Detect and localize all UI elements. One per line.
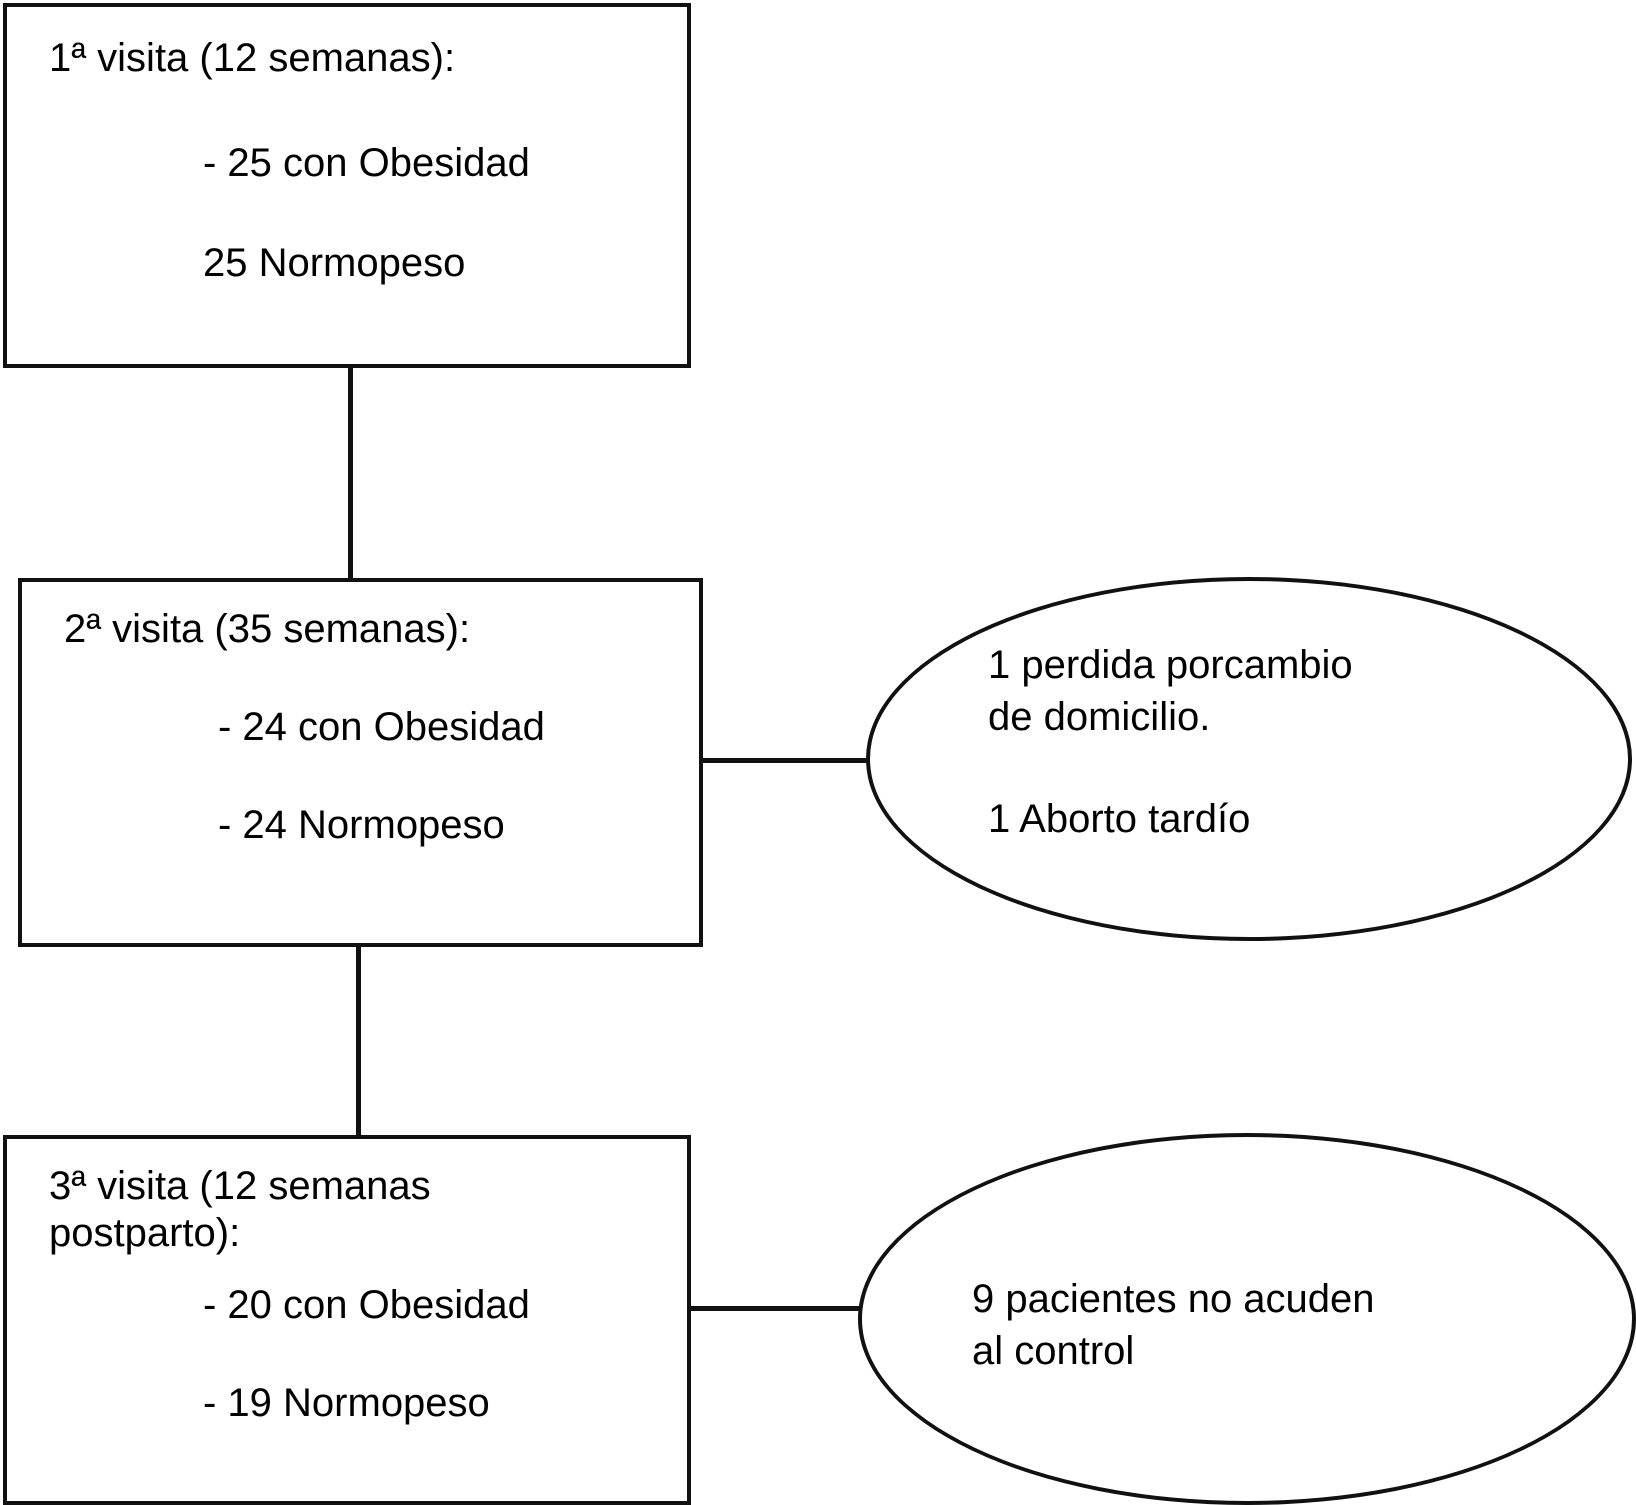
node-perdidas-2[interactable]: 9 pacientes no acuden al control [858, 1133, 1636, 1505]
visita-3-item-obesidad: - 20 con Obesidad [203, 1283, 530, 1327]
perdidas-2-line-1: 9 pacientes no acuden [972, 1277, 1375, 1321]
node-visita-1[interactable]: 1ª visita (12 semanas): - 25 con Obesida… [3, 3, 691, 368]
visita-3-heading: 3ª visita (12 semanas postparto): [49, 1164, 431, 1256]
perdidas-1-line-2: de domicilio. [988, 695, 1211, 739]
visita-2-item-obesidad: - 24 con Obesidad [218, 705, 545, 749]
connector-visita2-visita3 [356, 944, 361, 1138]
connector-visita3-perdidas2 [688, 1306, 868, 1311]
connector-visita1-visita2 [348, 366, 353, 580]
perdidas-2-line-2: al control [972, 1329, 1135, 1373]
visita-2-item-normopeso: - 24 Normopeso [218, 803, 505, 847]
visita-1-item-obesidad: - 25 con Obesidad [203, 141, 530, 185]
node-perdidas-1[interactable]: 1 perdida porcambio de domicilio. 1 Abor… [866, 577, 1632, 941]
visita-1-item-normopeso: 25 Normopeso [203, 241, 466, 285]
perdidas-1-line-3: 1 Aborto tardío [988, 797, 1251, 841]
node-visita-2[interactable]: 2ª visita (35 semanas): - 24 con Obesida… [18, 578, 703, 947]
visita-1-heading: 1ª visita (12 semanas): [49, 36, 456, 80]
node-visita-3[interactable]: 3ª visita (12 semanas postparto): - 20 c… [3, 1135, 691, 1505]
visita-2-heading: 2ª visita (35 semanas): [64, 607, 471, 651]
connector-visita2-perdidas1 [700, 758, 886, 763]
perdidas-1-line-1: 1 perdida porcambio [988, 643, 1353, 687]
visita-3-item-normopeso: - 19 Normopeso [203, 1381, 490, 1425]
